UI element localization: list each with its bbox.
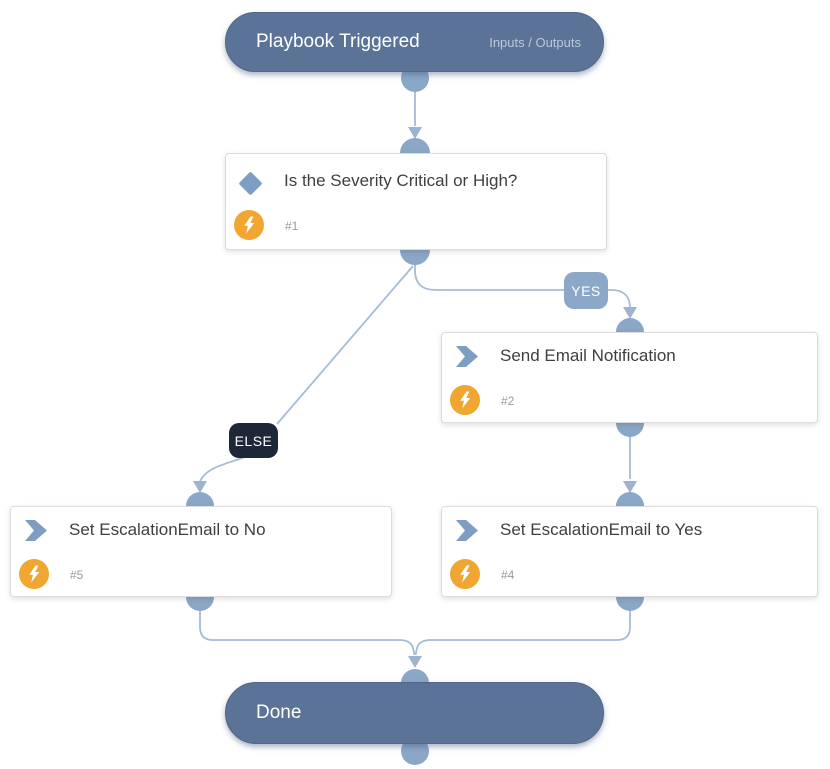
- node-set-escalationemail-no[interactable]: Set EscalationEmail to No #5: [10, 506, 392, 597]
- task-number: #2: [501, 394, 515, 408]
- condition-title: Is the Severity Critical or High?: [284, 171, 518, 190]
- done-title: Done: [256, 702, 302, 723]
- arrow-into-setyes: [623, 481, 637, 493]
- condition-diamond-icon: [238, 171, 263, 196]
- automation-bolt-icon: [234, 210, 264, 240]
- node-done[interactable]: Done: [225, 682, 604, 744]
- edge-label-yes: YES: [564, 272, 608, 309]
- inputs-outputs-link[interactable]: Inputs / Outputs: [489, 34, 581, 50]
- arrow-into-condition: [408, 127, 422, 139]
- task-number: #5: [70, 568, 84, 582]
- task-title: Send Email Notification: [500, 346, 676, 365]
- connector-dot: [401, 737, 429, 765]
- automation-bolt-icon: [450, 385, 480, 415]
- edge-setno-done: [199, 604, 416, 656]
- task-number: #1: [285, 219, 299, 233]
- yes-label-text: YES: [571, 282, 601, 299]
- edge-else-tail: [199, 456, 246, 482]
- task-chevron-icon: [456, 346, 478, 367]
- edge-condition-sendemail: [414, 258, 631, 308]
- edge-setyes-done: [414, 604, 631, 656]
- edge-label-else: ELSE: [229, 423, 278, 458]
- task-chevron-icon: [25, 520, 47, 541]
- node-playbook-triggered[interactable]: Playbook Triggered Inputs / Outputs: [225, 12, 604, 72]
- arrow-into-done: [408, 656, 422, 668]
- task-number: #4: [501, 568, 515, 582]
- task-title: Set EscalationEmail to Yes: [500, 520, 703, 539]
- edge-arrows: [193, 127, 637, 668]
- node-send-email-notification[interactable]: Send Email Notification #2: [441, 332, 818, 423]
- edge-lines: [199, 85, 631, 656]
- node-set-escalationemail-yes[interactable]: Set EscalationEmail to Yes #4: [441, 506, 818, 597]
- automation-bolt-icon: [450, 559, 480, 589]
- edge-condition-setno: [276, 265, 414, 425]
- arrow-into-setno: [193, 481, 207, 493]
- else-label-text: ELSE: [234, 432, 273, 449]
- automation-bolt-icon: [19, 559, 49, 589]
- task-title: Set EscalationEmail to No: [69, 520, 266, 539]
- node-condition-severity[interactable]: Is the Severity Critical or High? #1: [225, 153, 607, 250]
- trigger-title: Playbook Triggered: [256, 31, 420, 52]
- arrow-into-sendemail: [623, 307, 637, 319]
- task-chevron-icon: [456, 520, 478, 541]
